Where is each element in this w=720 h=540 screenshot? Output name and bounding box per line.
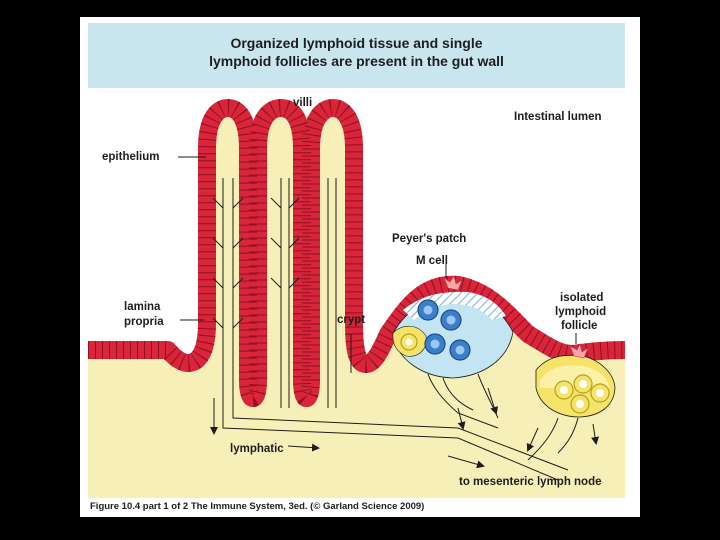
label-leaders <box>178 156 577 373</box>
follicle-associated-epithelium <box>403 291 506 320</box>
lymphatic-label: lymphatic <box>230 443 284 455</box>
intestinal-lumen-label: Intestinal lumen <box>514 111 602 123</box>
title-line-1: Organized lymphoid tissue and single <box>230 35 483 51</box>
title-line-2: lymphoid follicles are present in the gu… <box>209 53 504 69</box>
lymph-flow-arrows <box>210 387 600 469</box>
isolated-follicle-m-cell <box>569 343 589 359</box>
figure-panel: Organized lymphoid tissue and single lym… <box>80 17 640 517</box>
epithelium-label: epithelium <box>102 151 160 163</box>
mesenteric-lymph-node-label: to mesenteric lymph node <box>459 476 602 488</box>
m-cell <box>443 275 463 291</box>
lamina-propria-label-1: lamina <box>124 301 161 313</box>
isolated-follicle-label-3: follicle <box>561 320 598 332</box>
isolated-follicle-label-2: lymphoid <box>555 306 607 318</box>
lymphocyte-cluster <box>400 299 471 361</box>
m-cell-label: M cell <box>416 255 448 267</box>
lamina-propria-label-2: propria <box>124 316 164 328</box>
lymphatic-vessels <box>212 178 579 481</box>
isolated-follicle-cells <box>554 374 610 414</box>
figure-caption: Figure 10.4 part 1 of 2 The Immune Syste… <box>90 501 425 512</box>
isolated-follicle-label-1: isolated <box>560 292 604 304</box>
title-band: Organized lymphoid tissue and single lym… <box>88 23 625 88</box>
crypt-label: crypt <box>337 314 366 326</box>
gut-wall-diagram <box>88 88 625 498</box>
villi-label: villi <box>293 97 313 109</box>
peyers-patch-label: Peyer's patch <box>392 233 467 245</box>
